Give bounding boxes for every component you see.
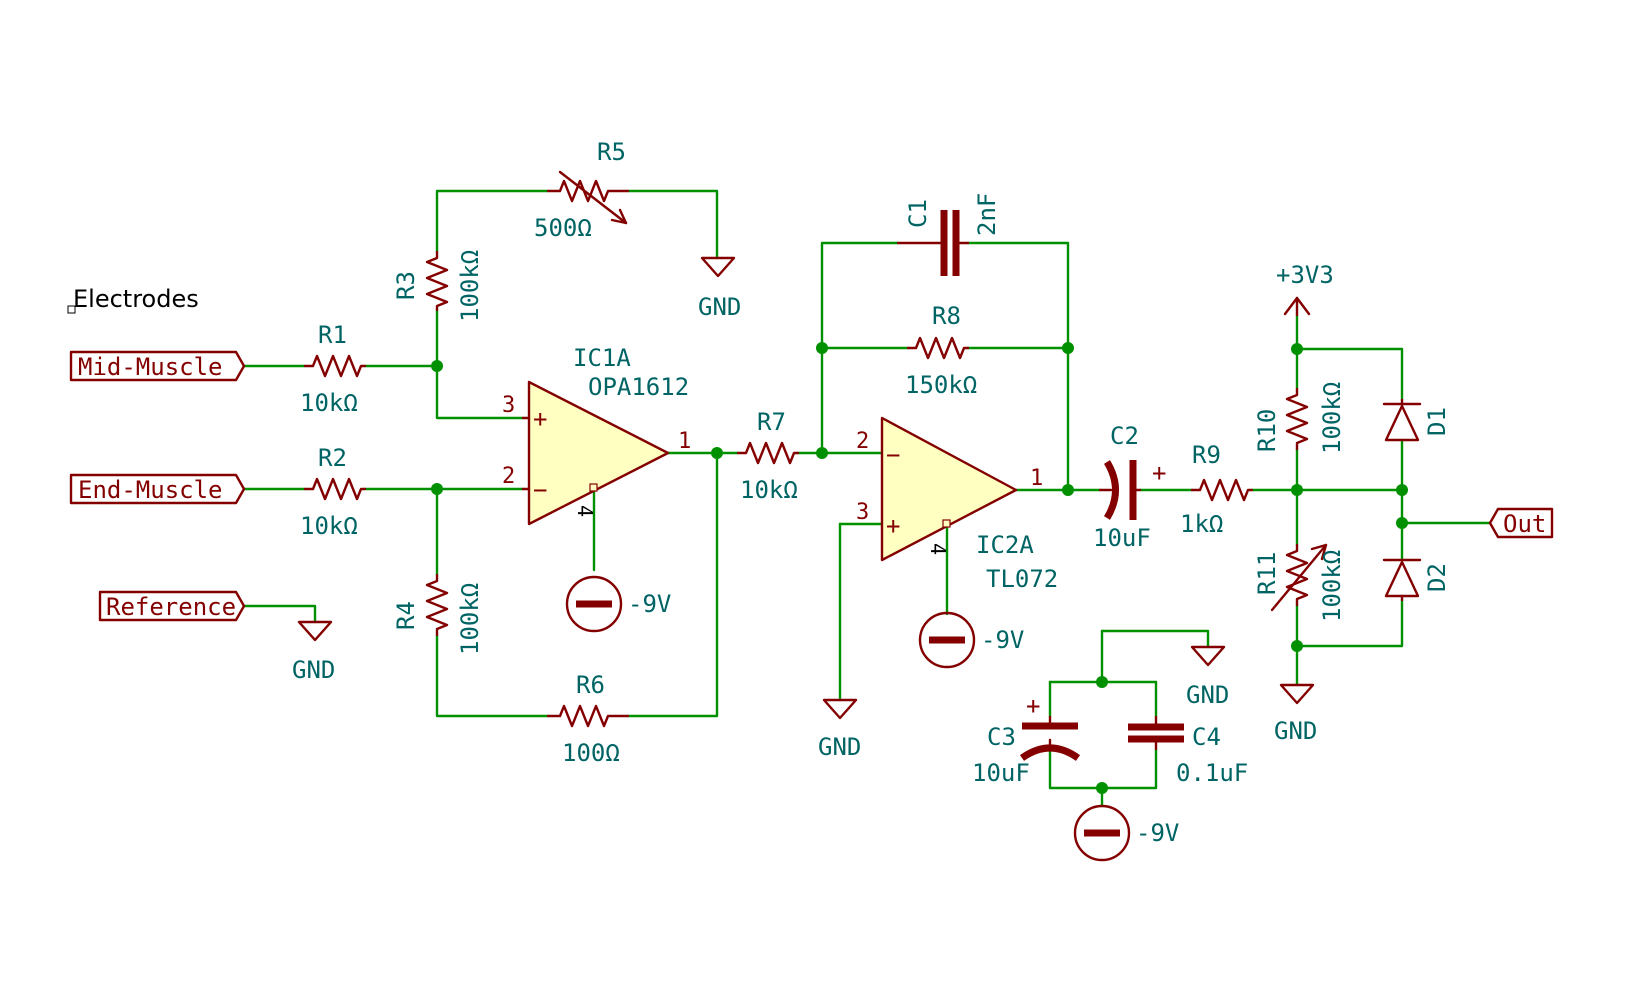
r11-ref: R11 bbox=[1253, 552, 1281, 595]
neg9v-label-ic2: -9V bbox=[981, 626, 1024, 654]
c1-value: 2nF bbox=[973, 193, 1001, 236]
opamp-ic2a[interactable]: − + 2 3 1 4 IC2A TL072 bbox=[856, 416, 1058, 593]
ic1-minus-mark: − bbox=[533, 476, 547, 504]
d2-ref: D2 bbox=[1423, 563, 1451, 592]
r10-value: 100kΩ bbox=[1318, 382, 1346, 454]
resistor-r3[interactable]: R3 100kΩ bbox=[392, 250, 484, 322]
r9-value: 1kΩ bbox=[1180, 510, 1223, 538]
port-out-label: Out bbox=[1503, 510, 1546, 538]
d1-ref: D1 bbox=[1423, 407, 1451, 436]
resistor-r6[interactable]: R6 100Ω bbox=[546, 671, 630, 767]
port-end-muscle[interactable]: End-Muscle bbox=[69, 473, 246, 505]
ic2-pin-v: 4 bbox=[926, 543, 950, 555]
ic1-plus-mark: + bbox=[533, 405, 547, 433]
r4-value: 100kΩ bbox=[456, 583, 484, 655]
ic1-ref: IC1A bbox=[573, 344, 631, 372]
gnd-label-ic2: GND bbox=[818, 733, 861, 761]
diode-d1[interactable]: D1 bbox=[1382, 398, 1451, 442]
diode-d2[interactable]: D2 bbox=[1382, 558, 1451, 602]
r5-value: 500Ω bbox=[534, 214, 592, 242]
port-out[interactable]: Out bbox=[1488, 507, 1554, 539]
c2-value: 10uF bbox=[1093, 524, 1151, 552]
resistor-r10[interactable]: R10 100kΩ bbox=[1253, 382, 1346, 454]
junction-dots bbox=[431, 342, 1408, 794]
port-mid-muscle[interactable]: Mid-Muscle bbox=[69, 350, 246, 382]
ic1-pin-minus: 2 bbox=[502, 464, 515, 489]
capacitor-c4[interactable]: C4 0.1uF bbox=[1128, 715, 1248, 787]
r8-value: 150kΩ bbox=[905, 371, 977, 399]
port-reference[interactable]: Reference bbox=[98, 590, 246, 622]
ic2-minus-mark: − bbox=[886, 441, 900, 469]
port-reference-label: Reference bbox=[106, 593, 236, 621]
ic2-pin-plus: 3 bbox=[856, 500, 869, 525]
r6-value: 100Ω bbox=[562, 739, 620, 767]
title-label: Electrodes bbox=[73, 285, 199, 313]
c2-plus-mark: + bbox=[1152, 459, 1166, 487]
r9-ref: R9 bbox=[1192, 441, 1221, 469]
ic2-plus-mark: + bbox=[886, 512, 900, 540]
r11-value: 100kΩ bbox=[1318, 550, 1346, 622]
ic1-value: OPA1612 bbox=[588, 373, 689, 401]
neg9v-symbol-ic2: -9V bbox=[918, 611, 1024, 669]
resistor-r2[interactable]: R2 10kΩ bbox=[300, 444, 367, 540]
c3-value: 10uF bbox=[972, 759, 1030, 787]
c3-ref: C3 bbox=[987, 723, 1016, 751]
r1-ref: R1 bbox=[318, 321, 347, 349]
c1-ref: C1 bbox=[904, 199, 932, 228]
c4-ref: C4 bbox=[1192, 723, 1221, 751]
resistor-r11[interactable]: R11 100kΩ bbox=[1253, 543, 1346, 622]
resistor-r9[interactable]: R9 1kΩ bbox=[1180, 441, 1254, 538]
r7-ref: R7 bbox=[757, 408, 786, 436]
r2-value: 10kΩ bbox=[300, 512, 358, 540]
ic2-pin-out: 1 bbox=[1030, 466, 1043, 491]
gnd-label-ladder: GND bbox=[1274, 717, 1317, 745]
title-anchor bbox=[67, 305, 76, 314]
resistor-r1[interactable]: R1 10kΩ bbox=[300, 321, 367, 417]
neg9v-symbol-decoupling: -9V bbox=[1073, 804, 1179, 862]
pos3v3-label: +3V3 bbox=[1276, 261, 1334, 289]
r8-ref: R8 bbox=[932, 302, 961, 330]
neg9v-label-decoupling: -9V bbox=[1136, 819, 1179, 847]
capacitor-c2[interactable]: + C2 10uF bbox=[1093, 422, 1166, 552]
r7-value: 10kΩ bbox=[740, 476, 798, 504]
gnd-label-reference: GND bbox=[292, 656, 335, 684]
r2-ref: R2 bbox=[318, 444, 347, 472]
gnd-symbol-ic2: GND bbox=[818, 698, 861, 761]
ic2-pin-minus: 2 bbox=[856, 429, 869, 454]
gnd-label-r5: GND bbox=[698, 293, 741, 321]
r1-value: 10kΩ bbox=[300, 389, 358, 417]
r10-ref: R10 bbox=[1253, 409, 1281, 452]
port-mid-muscle-label: Mid-Muscle bbox=[78, 353, 223, 381]
gnd-symbol-ladder: GND bbox=[1274, 683, 1317, 745]
neg9v-label-ic1: -9V bbox=[628, 590, 671, 618]
ic2-ref: IC2A bbox=[976, 531, 1034, 559]
resistor-r5[interactable]: R5 500Ω bbox=[534, 138, 630, 242]
gnd-symbol-decoupling: GND bbox=[1186, 645, 1229, 709]
gnd-symbol-reference: GND bbox=[292, 620, 335, 684]
capacitor-c3[interactable]: + C3 10uF bbox=[972, 692, 1081, 787]
ic1-pin-v: 4 bbox=[573, 505, 597, 517]
ic2-value: TL072 bbox=[986, 565, 1058, 593]
port-end-muscle-label: End-Muscle bbox=[78, 476, 223, 504]
r5-ref: R5 bbox=[597, 138, 626, 166]
capacitor-c1[interactable]: C1 2nF bbox=[896, 193, 1001, 276]
pos3v3-symbol: +3V3 bbox=[1276, 261, 1334, 317]
resistor-r7[interactable]: R7 10kΩ bbox=[736, 408, 800, 504]
c2-ref: C2 bbox=[1110, 422, 1139, 450]
r4-ref: R4 bbox=[392, 601, 420, 630]
c3-plus-mark: + bbox=[1026, 692, 1040, 720]
resistor-r4[interactable]: R4 100kΩ bbox=[392, 573, 484, 655]
ic1-pin-plus: 3 bbox=[502, 393, 515, 418]
r3-ref: R3 bbox=[392, 271, 420, 300]
resistor-r8[interactable]: R8 150kΩ bbox=[905, 302, 977, 399]
opamp-ic1a[interactable]: + − 3 2 1 4 IC1A OPA1612 bbox=[502, 344, 691, 526]
r6-ref: R6 bbox=[576, 671, 605, 699]
neg9v-symbol-ic1: -9V bbox=[565, 575, 671, 633]
gnd-label-decoupling: GND bbox=[1186, 681, 1229, 709]
r3-value: 100kΩ bbox=[456, 250, 484, 322]
gnd-symbol-r5: GND bbox=[698, 256, 741, 321]
c4-value: 0.1uF bbox=[1176, 759, 1248, 787]
ic1-pin-out: 1 bbox=[678, 429, 691, 454]
